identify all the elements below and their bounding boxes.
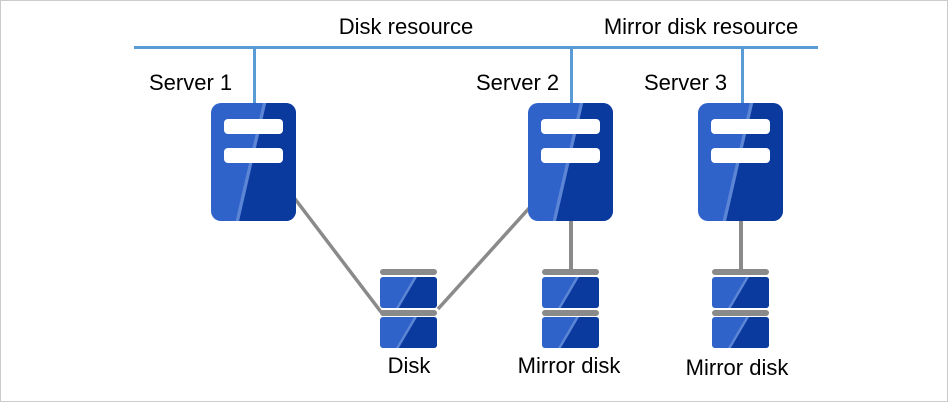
- server1-icon: [211, 103, 296, 221]
- disk-platter-bar: [542, 269, 599, 275]
- disk-body-shade: [560, 317, 599, 348]
- mirror-disk2-icon: [712, 269, 769, 348]
- server-slot: [711, 148, 770, 163]
- server1-shared-disk-link-line: [287, 189, 383, 314]
- server3-label: Server 3: [644, 70, 728, 95]
- server-slot: [224, 119, 283, 134]
- disk-body: [380, 277, 437, 308]
- mirror-disk1-icon: [542, 269, 599, 348]
- server-slot: [224, 148, 283, 163]
- disk-body-shade: [730, 277, 769, 308]
- disk-platter-bar: [380, 269, 437, 275]
- server3-icon: [698, 103, 783, 221]
- disk-platter-bar: [712, 269, 769, 275]
- disk-body-shade: [398, 277, 437, 308]
- server-slot: [541, 119, 600, 134]
- mirror-disk1-label: Mirror disk: [517, 353, 621, 378]
- disk-body: [542, 317, 599, 348]
- server2-shared-disk-link-line: [436, 193, 543, 311]
- shared-disk-label: Disk: [387, 353, 431, 378]
- disk-body: [380, 317, 437, 348]
- disk-platter-bar: [542, 310, 599, 316]
- disk-platter-bar: [712, 310, 769, 316]
- disk-body-shade: [730, 317, 769, 348]
- disk-body-shade: [398, 317, 437, 348]
- disk-resource-label: Disk resource: [338, 14, 474, 39]
- server2-icon: [528, 103, 613, 221]
- server1-label: Server 1: [149, 70, 233, 95]
- disk-body: [712, 317, 769, 348]
- mirror-disk2-label: Mirror disk: [685, 355, 789, 380]
- server2-label: Server 2: [476, 70, 560, 95]
- shared-disk-icon: [380, 269, 437, 348]
- disk-platter-bar: [380, 310, 437, 316]
- disk-body: [712, 277, 769, 308]
- server-slot: [541, 148, 600, 163]
- disk-body: [542, 277, 599, 308]
- disk-body-shade: [560, 277, 599, 308]
- server-slot: [711, 119, 770, 134]
- mirror-disk-resource-label: Mirror disk resource: [603, 14, 799, 39]
